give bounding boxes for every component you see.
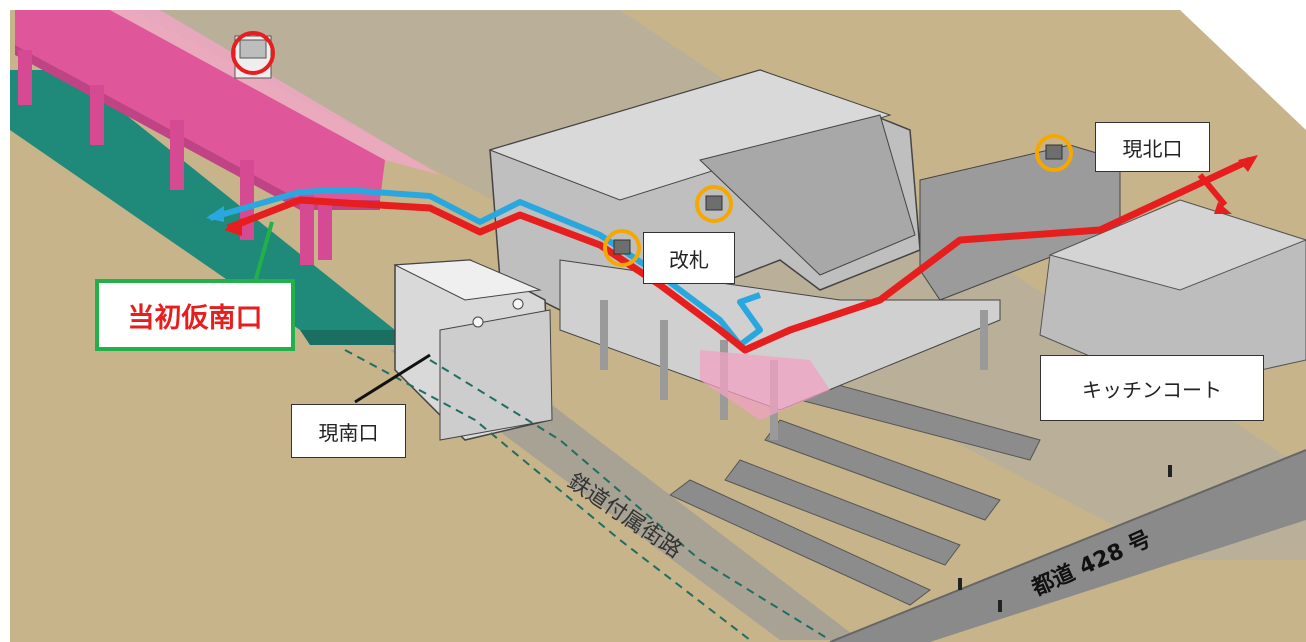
underpass-dashes (344, 349, 831, 641)
arrow-north-down (1214, 202, 1232, 214)
current-north-exit-label: 現北口 (1095, 122, 1210, 172)
callout-line-temp (253, 221, 274, 283)
track-piers (18, 50, 332, 265)
temp-exit-marker (231, 31, 275, 75)
elevated-track (15, 10, 385, 200)
gate-markers (603, 134, 1073, 267)
arrow-west-red (224, 218, 242, 236)
arrow-northeast (1238, 155, 1258, 172)
current-south-exit-label: 現南口 (291, 404, 406, 458)
platforms (669, 379, 1041, 606)
canal (10, 70, 395, 330)
people-marks (958, 465, 1172, 612)
kitchen-court-label: キッチンコート (1040, 355, 1264, 421)
initial-route (226, 156, 1252, 354)
pink-concourse-area (700, 350, 830, 420)
initial-temp-south-exit-label: 当初仮南口 (95, 279, 295, 351)
ticket-gate-label: 改札 (643, 232, 735, 284)
callout-line-south (354, 353, 431, 404)
current-route (209, 187, 763, 348)
arrow-west-blue (206, 206, 224, 222)
south-exit-tower (393, 259, 553, 441)
